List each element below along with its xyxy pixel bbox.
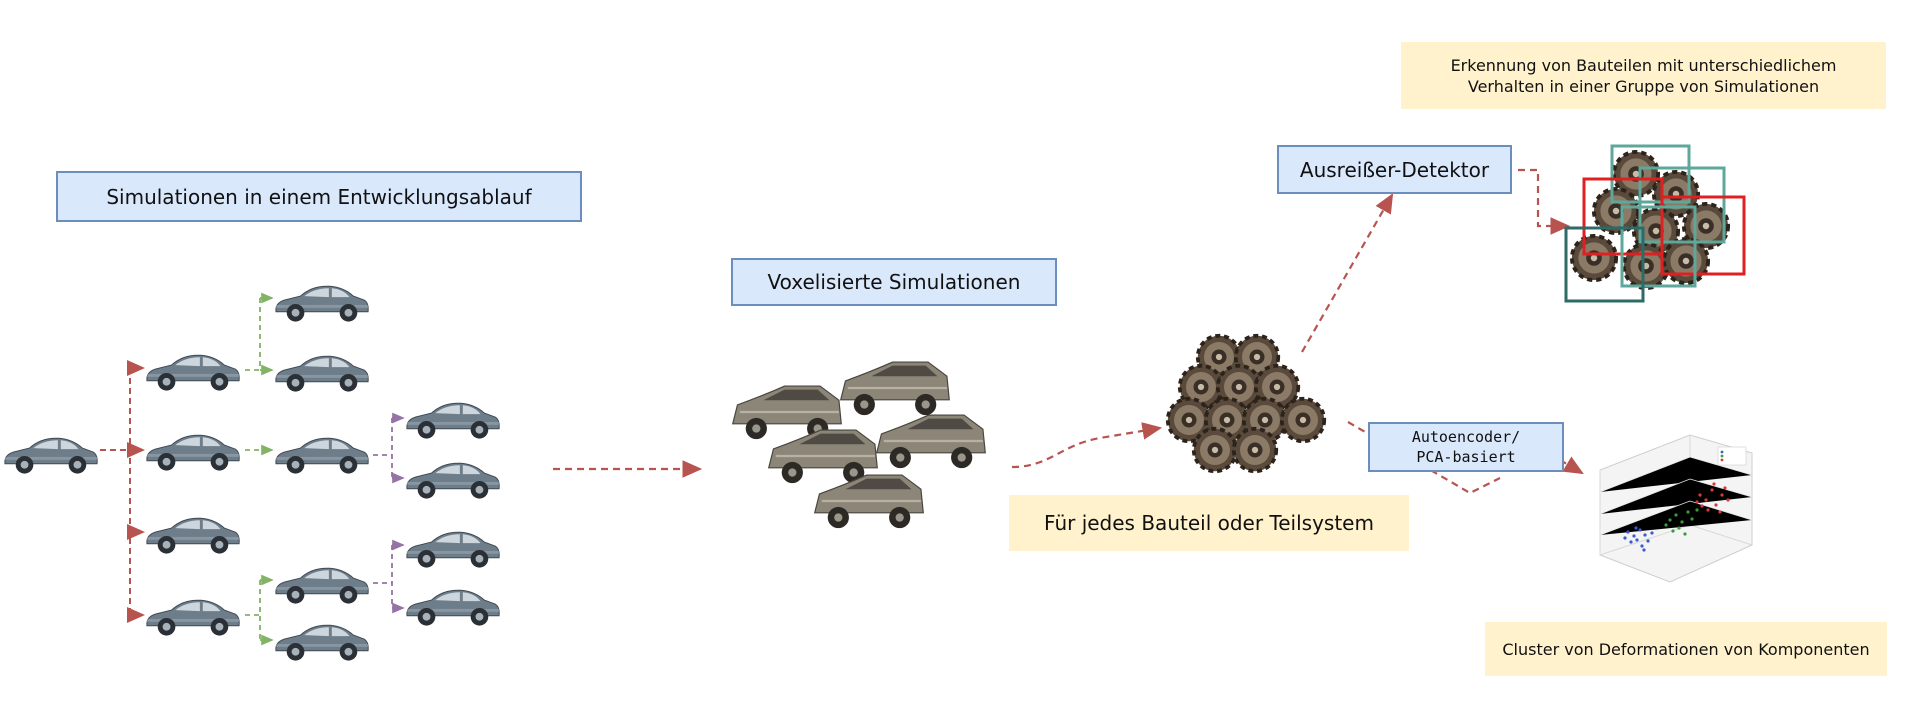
car-icon bbox=[406, 402, 500, 440]
car-icon bbox=[406, 462, 500, 500]
autoencoder-label-line2: PCA-basiert bbox=[1416, 448, 1516, 466]
car-icon bbox=[275, 624, 369, 662]
car-icon bbox=[275, 285, 369, 323]
branch-connector-red bbox=[100, 360, 145, 623]
cluster-note: Cluster von Deformationen von Komponente… bbox=[1485, 622, 1887, 676]
detection-note: Erkennung von Bauteilen mit unterschiedl… bbox=[1401, 42, 1886, 109]
voxelized-simulations-box: Voxelisierte Simulationen bbox=[731, 258, 1057, 306]
branch-connector-purple bbox=[373, 412, 405, 614]
autoencoder-label-line1: Autoencoder/ bbox=[1411, 428, 1521, 446]
per-component-label: Für jedes Bauteil oder Teilsystem bbox=[1044, 511, 1374, 535]
simulations-in-workflow-box: Simulationen in einem Entwicklungsablauf bbox=[56, 171, 582, 222]
simulations-in-workflow-label: Simulationen in einem Entwicklungsablauf bbox=[106, 184, 532, 209]
detection-note-label: Erkennung von Bauteilen mit unterschiedl… bbox=[1450, 55, 1837, 96]
car-icon bbox=[146, 434, 240, 472]
workflow-car-tree bbox=[4, 285, 500, 662]
car-icon bbox=[146, 354, 240, 392]
branch-connector-green bbox=[245, 292, 274, 646]
outlier-detection-visual bbox=[1564, 144, 1746, 303]
scatter-plot-icon bbox=[1599, 434, 1753, 583]
autoencoder-box: Autoencoder/ PCA-basiert bbox=[1368, 422, 1564, 472]
car-icon bbox=[875, 413, 987, 470]
car-icon bbox=[146, 599, 240, 637]
car-icon bbox=[275, 437, 369, 475]
car-icon bbox=[146, 517, 240, 555]
car-icon bbox=[275, 567, 369, 605]
car-icon bbox=[406, 589, 500, 627]
car-icon bbox=[813, 473, 925, 530]
car-icon bbox=[767, 428, 879, 485]
outlier-detector-label: Ausreißer-Detektor bbox=[1299, 157, 1490, 182]
car-icon bbox=[406, 531, 500, 569]
cluster-note-label: Cluster von Deformationen von Komponente… bbox=[1502, 639, 1870, 659]
car-icon bbox=[839, 360, 951, 417]
voxelized-car-cluster bbox=[731, 360, 987, 530]
car-icon bbox=[275, 355, 369, 393]
per-component-note: Für jedes Bauteil oder Teilsystem bbox=[1009, 495, 1409, 551]
flow-arrows bbox=[553, 168, 1584, 495]
car-icon bbox=[4, 437, 98, 475]
voxelized-simulations-label: Voxelisierte Simulationen bbox=[767, 270, 1021, 294]
outlier-detector-box: Ausreißer-Detektor bbox=[1277, 145, 1512, 194]
gear-stack-icon bbox=[1165, 333, 1327, 474]
